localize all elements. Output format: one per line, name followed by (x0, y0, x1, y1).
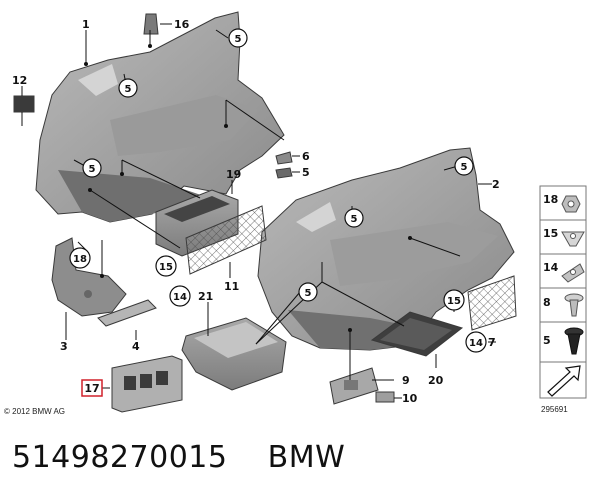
callout-6: 5 (302, 166, 310, 179)
push-rivet-icon (564, 327, 584, 355)
callout-7: 6 (302, 150, 310, 163)
cover-plate-10 (329, 367, 379, 405)
svg-text:18: 18 (73, 254, 87, 265)
clip-nut-icon (561, 263, 585, 283)
callout-16: 16 (174, 18, 190, 31)
svg-text:5: 5 (125, 84, 132, 95)
clip-part-6 (275, 167, 293, 179)
part-number: 51498270015 (12, 440, 228, 475)
floor-tray-20 (370, 311, 464, 357)
bracket-part-4 (51, 237, 127, 317)
fastener-legend: 18 15 14 8 5 295691 (539, 185, 587, 414)
clip-part-7 (275, 151, 293, 165)
spring-clip-icon (561, 231, 585, 247)
legend-row-14: 14 (543, 261, 585, 283)
svg-text:18: 18 (543, 193, 558, 206)
circled-callout-15: 15 (443, 289, 465, 311)
expanding-rivet-icon (564, 293, 584, 317)
circled-callout-5: 5 (228, 28, 248, 48)
highlighted-callout-17: 17 (81, 379, 103, 397)
svg-text:5: 5 (305, 288, 312, 299)
storage-tray-21 (181, 317, 287, 391)
svg-text:15: 15 (543, 227, 558, 240)
svg-text:5: 5 (235, 34, 242, 45)
circled-callout-5: 5 (118, 78, 138, 98)
callout-12: 12 (12, 74, 27, 87)
callout-1: 1 (82, 18, 90, 31)
callout-4: 3 (60, 340, 68, 353)
svg-text:5: 5 (461, 162, 468, 173)
copyright-notice: © 2012 BMW AG (4, 407, 65, 416)
circled-callout-5: 5 (344, 208, 364, 228)
left-side-trim-panel (35, 11, 285, 223)
svg-text:14: 14 (543, 261, 559, 274)
svg-text:15: 15 (447, 296, 461, 307)
callout-9: 7 (488, 336, 496, 349)
svg-text:5: 5 (543, 334, 551, 347)
luggage-net-9 (467, 275, 517, 331)
callout-3: 4 (132, 340, 140, 353)
clip-part-3 (97, 299, 157, 327)
part-caption: 51498270015 BMW (12, 440, 345, 475)
callout-21: 21 (198, 290, 213, 303)
svg-text:14: 14 (469, 338, 483, 349)
svg-text:14: 14 (173, 292, 187, 303)
hook-part-12 (13, 95, 35, 113)
circled-callout-5: 5 (454, 156, 474, 176)
legend-row-8: 8 (543, 293, 584, 317)
circled-callout-18: 18 (69, 247, 91, 269)
callout-11: 10 (402, 392, 418, 405)
circled-callout-14: 14 (169, 285, 191, 307)
orientation-arrow-icon (547, 365, 581, 397)
callout-labels: 1 16 12 6 5 19 2 11 21 3 4 7 9 20 10 (12, 18, 500, 405)
clip-part-16 (143, 13, 159, 35)
svg-text:5: 5 (351, 214, 358, 225)
circled-callout-15: 15 (155, 255, 177, 277)
svg-text:17: 17 (84, 382, 99, 395)
circled-callouts: 5 5 5 5 5 5 18 15 14 15 14 (69, 28, 487, 353)
circled-callout-14: 14 (465, 331, 487, 353)
callout-19: 19 (226, 168, 241, 181)
svg-text:8: 8 (543, 296, 551, 309)
cover-part-17 (111, 355, 183, 413)
legend-row-15: 15 (543, 227, 585, 247)
svg-text:15: 15 (159, 262, 173, 273)
legend-row-18: 18 (543, 193, 581, 213)
callout-20: 20 (428, 374, 444, 387)
brand-name: BMW (267, 440, 346, 475)
reference-id: 295691 (541, 405, 568, 414)
circled-callout-5: 5 (82, 158, 102, 178)
square-nut-icon (561, 195, 581, 213)
callout-2: 2 (492, 178, 500, 191)
legend-row-5: 5 (543, 327, 584, 355)
callout-13: 11 (224, 280, 239, 293)
circled-callout-5: 5 (298, 282, 318, 302)
clip-part-11 (375, 391, 395, 403)
leader-lines (21, 23, 496, 399)
luggage-net-13 (185, 205, 267, 275)
svg-text:5: 5 (89, 164, 96, 175)
callout-10: 9 (402, 374, 410, 387)
